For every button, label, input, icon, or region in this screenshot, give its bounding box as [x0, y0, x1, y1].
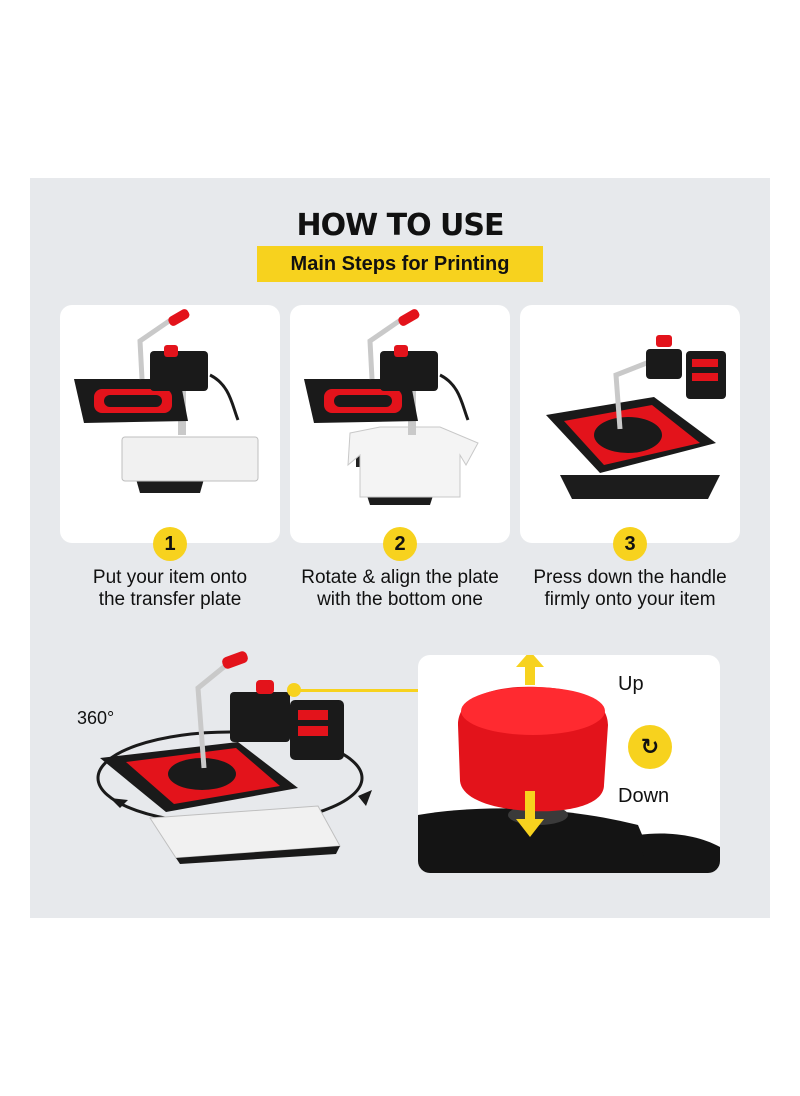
pressure-knob-icon — [418, 655, 720, 873]
step-2-image — [290, 305, 510, 543]
step-2-description: Rotate & align the plate with the bottom… — [301, 567, 499, 610]
swivel-heat-press-icon — [96, 651, 372, 864]
rotation-label: 360° — [77, 708, 115, 728]
step-3-badge: 3 — [613, 527, 647, 561]
up-label: Up — [618, 673, 644, 695]
heat-press-with-shirt-icon — [304, 309, 479, 505]
down-label: Down — [618, 785, 670, 807]
heat-press-closed-icon — [546, 335, 726, 499]
step-3-image — [520, 305, 740, 543]
knob-zoom-card: Up ↻ Down — [418, 655, 720, 873]
zoom-connector-line — [294, 689, 418, 692]
step-1-image — [60, 305, 280, 543]
page-title: HOW TO USE — [296, 208, 504, 243]
how-to-use-panel: HOW TO USE Main Steps for Printing — [30, 178, 770, 918]
rotate-arrows-icon: ↻ — [628, 725, 672, 769]
step-1-badge: 1 — [153, 527, 187, 561]
zoom-connector-dot — [287, 683, 301, 697]
subtitle-banner: Main Steps for Printing — [257, 246, 543, 282]
step-2-badge: 2 — [383, 527, 417, 561]
heat-press-open-icon — [74, 309, 259, 493]
step-3-description: Press down the handle firmly onto your i… — [533, 567, 727, 610]
step-1-description: Put your item onto the transfer plate — [92, 567, 248, 610]
